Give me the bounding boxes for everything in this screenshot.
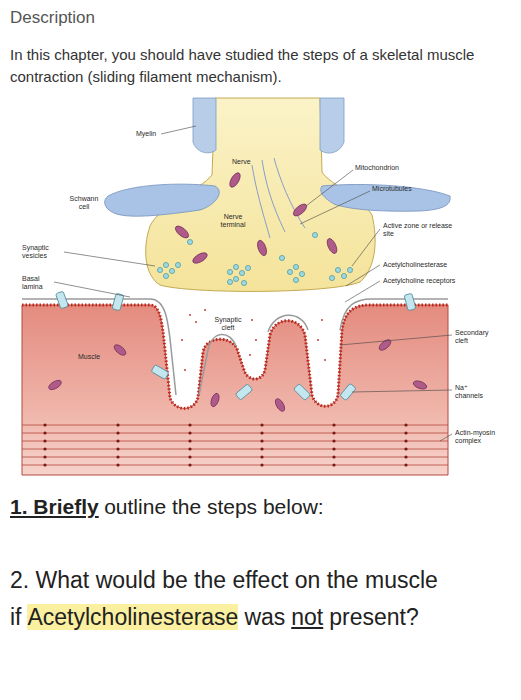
part-label: Schwann cell — [66, 195, 102, 212]
part-label: Synaptic cleft — [210, 316, 246, 333]
part-label: Synaptic vesicles — [22, 244, 64, 261]
part-label: Active zone or release site — [383, 222, 458, 239]
part-label: Acetylcholinesterase — [383, 261, 473, 269]
intro-text: In this chapter, you should have studied… — [10, 44, 510, 88]
question-number: 1. Briefly — [10, 495, 99, 518]
part-label: Acetylcholine receptors — [383, 277, 483, 285]
page-heading: Description — [10, 8, 95, 28]
part-label: Basal lamina — [22, 275, 54, 292]
question-text: outline the steps below: — [104, 495, 323, 518]
part-label: Muscle — [78, 353, 118, 361]
question-text: present? — [329, 604, 419, 630]
part-label: Secondary cleft — [455, 329, 497, 346]
part-label: Nerve terminal — [216, 213, 250, 230]
question-two: 2. What would be the effect on the muscl… — [10, 562, 510, 636]
part-label: Microtubules — [372, 185, 442, 193]
part-label: Mitochondrion — [355, 164, 425, 172]
question-one: 1. Brieflyoutline the steps below: — [10, 492, 510, 521]
part-label: Nerve — [232, 158, 272, 166]
question-text: was — [244, 604, 285, 630]
highlighted-term: Acetylcholinesterase — [27, 604, 238, 630]
part-label: Actin-myosin complex — [455, 429, 507, 446]
part-label: Myelin — [136, 130, 176, 138]
part-label: Na⁺ channels — [455, 384, 495, 401]
emphasized-word: not — [291, 604, 323, 630]
